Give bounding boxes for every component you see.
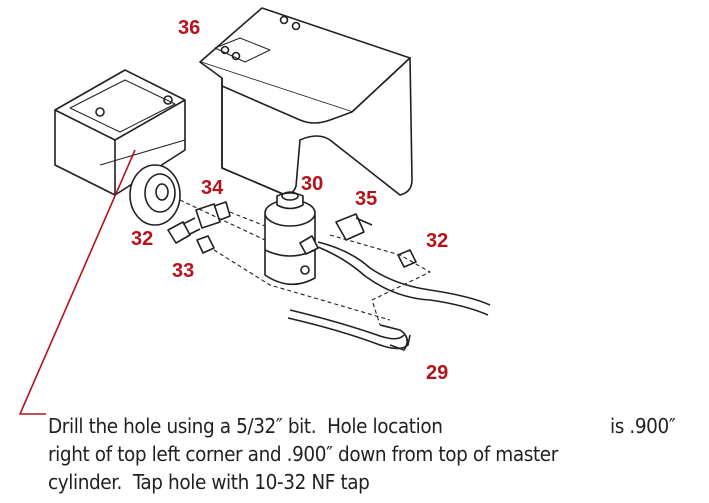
callout-36: 36 <box>178 17 201 39</box>
callout-35: 35 <box>355 188 378 210</box>
assembly-lines <box>179 199 431 326</box>
callout-34: 34 <box>201 177 224 199</box>
solenoid-30 <box>264 191 319 286</box>
master-cylinder <box>54 69 186 226</box>
wire-harness <box>287 213 491 351</box>
bracket-36 <box>199 7 413 196</box>
instruction-line-1: Drill the hole using a 5/32″ bit. Hole l… <box>48 414 443 438</box>
callout-33: 33 <box>172 260 195 282</box>
callout-32-left: 32 <box>131 228 154 250</box>
instruction-line-3: cylinder. Tap hole with 10-32 NF tap <box>48 470 370 494</box>
callout-32-right: 32 <box>426 230 449 252</box>
hole-leader-line <box>19 149 136 415</box>
callout-29: 29 <box>426 362 449 384</box>
callout-30: 30 <box>301 173 324 195</box>
instruction-line-2: right of top left corner and .900″ down … <box>48 442 558 466</box>
instruction-line-1-end: is .900″ <box>610 414 676 438</box>
